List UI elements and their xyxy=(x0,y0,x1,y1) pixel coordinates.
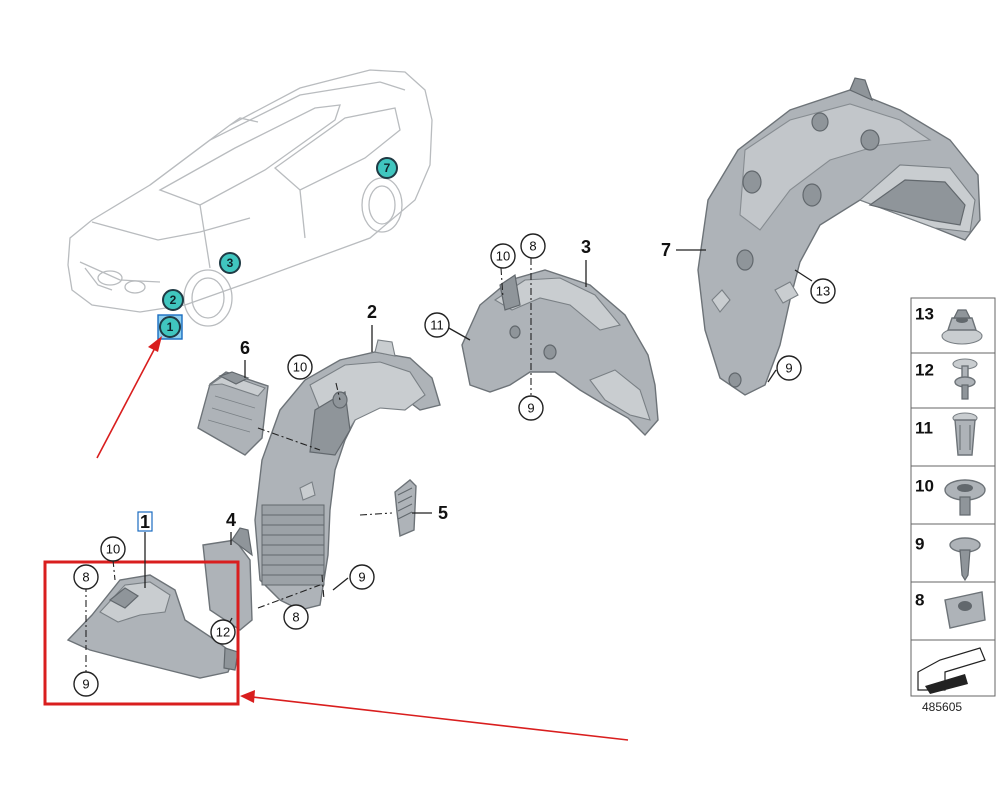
part-number-7-label: 7 xyxy=(661,240,706,260)
svg-text:9: 9 xyxy=(82,677,89,692)
svg-text:8: 8 xyxy=(292,610,299,625)
part-6-cover xyxy=(197,371,269,456)
svg-text:3: 3 xyxy=(581,237,591,257)
callout-13-part7: 13 xyxy=(810,278,836,304)
car-marker-2: 2 xyxy=(162,289,184,311)
legend-item-13: 13 xyxy=(915,305,983,345)
callout-10-part3: 10 xyxy=(490,243,516,269)
part-2-wheel-arch-liner xyxy=(254,339,441,611)
svg-text:10: 10 xyxy=(293,360,307,375)
svg-text:3: 3 xyxy=(227,256,234,270)
svg-text:2: 2 xyxy=(170,293,177,307)
legend-item-10: 10 xyxy=(915,477,986,516)
legend-item-8: 8 xyxy=(915,591,986,629)
red-arrow-left xyxy=(240,690,629,741)
svg-text:11: 11 xyxy=(430,318,444,333)
svg-text:6: 6 xyxy=(240,338,250,358)
catalog-code: 485605 xyxy=(922,700,962,714)
callout-9-part3: 9 xyxy=(518,395,544,421)
svg-text:8: 8 xyxy=(82,570,89,585)
assembly-lines xyxy=(85,258,532,672)
svg-text:2: 2 xyxy=(367,302,377,322)
svg-text:12: 12 xyxy=(216,625,230,640)
callout-9-part7: 9 xyxy=(776,355,802,381)
highlight-box xyxy=(43,560,240,706)
part-number-6-label: 6 xyxy=(240,338,250,378)
svg-text:10: 10 xyxy=(915,477,934,496)
part-number-2-label: 2 xyxy=(367,302,377,352)
callout-8-part2: 8 xyxy=(283,604,309,630)
svg-text:5: 5 xyxy=(438,503,448,523)
part-number-4-label: 4 xyxy=(226,510,236,545)
legend-item-11: 11 xyxy=(915,412,978,456)
svg-text:7: 7 xyxy=(384,161,391,175)
svg-text:11: 11 xyxy=(915,419,933,438)
svg-text:9: 9 xyxy=(915,535,924,554)
callout-11-part3: 11 xyxy=(424,312,450,338)
car-marker-7: 7 xyxy=(376,157,398,179)
svg-text:8: 8 xyxy=(915,591,924,610)
svg-text:12: 12 xyxy=(915,361,934,380)
svg-text:9: 9 xyxy=(358,570,365,585)
car-outline xyxy=(67,69,433,327)
part-4-panel xyxy=(202,527,253,631)
callout-12-part4: 12 xyxy=(210,619,236,645)
legend-item-9: 9 xyxy=(915,535,981,582)
svg-text:10: 10 xyxy=(496,249,510,264)
legend-item-12: 12 xyxy=(915,358,978,400)
callout-10-part1: 10 xyxy=(100,536,126,562)
part-7-wheel-arch-liner xyxy=(697,77,981,396)
part-1-underbody-panel xyxy=(66,574,239,679)
svg-text:10: 10 xyxy=(106,542,120,557)
fastener-legend: 13 12 11 10 9 xyxy=(910,297,996,697)
svg-text:8: 8 xyxy=(529,239,536,254)
car-marker-1: 1 xyxy=(157,314,183,340)
svg-text:9: 9 xyxy=(527,401,534,416)
svg-text:1: 1 xyxy=(140,512,150,532)
part-number-3-label: 3 xyxy=(581,237,591,287)
legend-arrow-icon xyxy=(917,647,986,694)
callout-9-part2: 9 xyxy=(349,564,375,590)
callout-10-part2: 10 xyxy=(287,354,313,380)
part-number-5-label: 5 xyxy=(412,503,448,523)
svg-text:13: 13 xyxy=(915,305,934,324)
car-marker-3: 3 xyxy=(219,252,241,274)
part-3-wheel-arch-liner xyxy=(461,269,659,437)
callout-8-part3: 8 xyxy=(520,233,546,259)
svg-text:1: 1 xyxy=(167,320,174,334)
part-5-bracket xyxy=(394,479,417,538)
svg-text:4: 4 xyxy=(226,510,236,530)
callout-9-part1: 9 xyxy=(73,671,99,697)
svg-text:7: 7 xyxy=(661,240,671,260)
red-arrow-up xyxy=(96,336,162,459)
grille-lines xyxy=(262,514,324,576)
svg-text:9: 9 xyxy=(785,361,792,376)
part-number-1-label: 1 xyxy=(137,511,153,588)
callout-8-part1: 8 xyxy=(73,564,99,590)
svg-text:13: 13 xyxy=(816,284,830,299)
